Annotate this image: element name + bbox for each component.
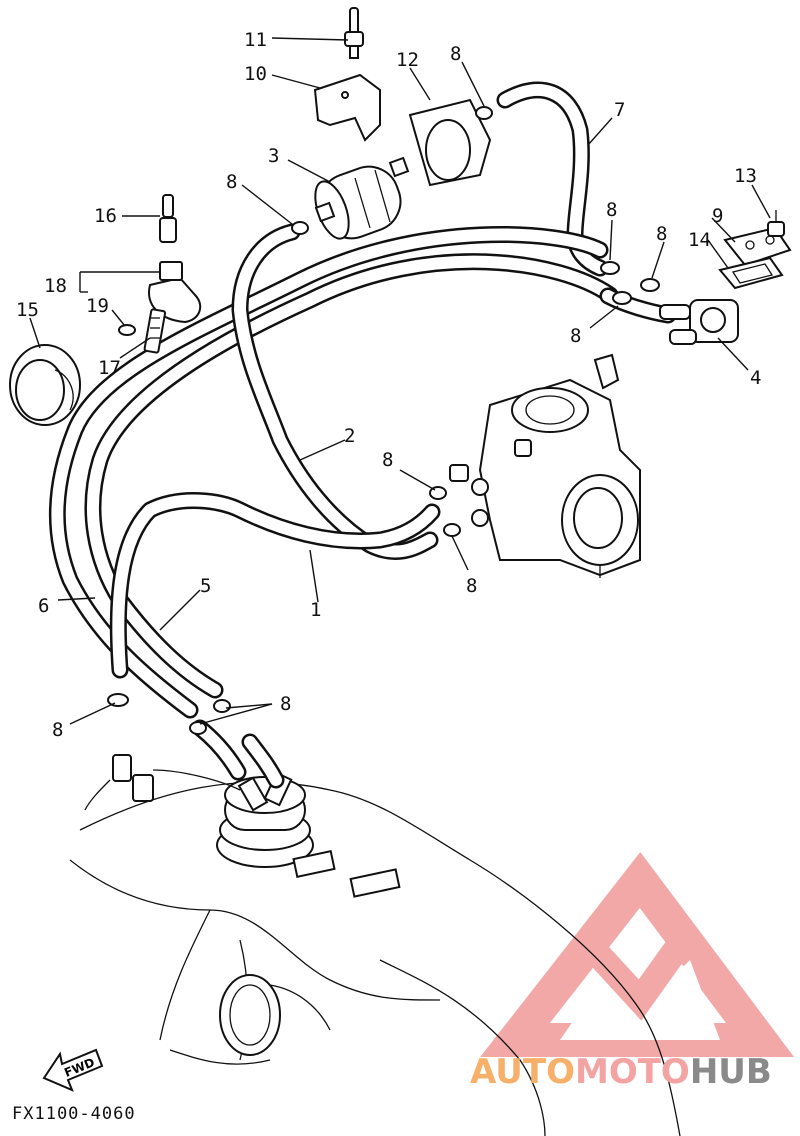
watermark-logo <box>480 852 794 1057</box>
callout-4: 4 <box>750 367 761 389</box>
stay-bracket <box>313 73 381 142</box>
bolt-13 <box>767 210 785 237</box>
fuel-sender-unit <box>216 771 401 898</box>
throttle-body <box>449 353 641 578</box>
cover-plate <box>723 226 792 267</box>
callout-10: 10 <box>244 63 267 85</box>
callout-12: 12 <box>396 49 419 71</box>
fuel-tank <box>69 781 681 1136</box>
callout-5: 5 <box>200 575 211 597</box>
fuel-cock <box>659 299 739 345</box>
callout-15: 15 <box>16 299 39 321</box>
callout-8: 8 <box>570 325 581 347</box>
brand-part-hub: HUB <box>689 1052 772 1092</box>
callout-14: 14 <box>688 229 711 251</box>
clip-8-lower-b <box>213 699 231 713</box>
callout-8: 8 <box>280 693 291 715</box>
callout-11: 11 <box>244 29 267 51</box>
clip-8-carb-b <box>443 523 461 537</box>
watermark-brand: AUTOMOTOHUB <box>470 1052 772 1092</box>
brand-part-moto: MOTO <box>574 1052 690 1092</box>
clip-8-cock-b <box>640 278 660 292</box>
rubber-cap <box>9 344 81 426</box>
callout-8: 8 <box>450 43 461 65</box>
callout-8: 8 <box>656 223 667 245</box>
fuel-filter <box>314 156 410 240</box>
band-17 <box>143 308 167 354</box>
callout-8: 8 <box>382 449 393 471</box>
stay-screw <box>344 7 364 59</box>
clip-8-cock-a <box>600 261 620 275</box>
callout-8: 8 <box>52 719 63 741</box>
callout-8: 8 <box>606 199 617 221</box>
callout-2: 2 <box>344 425 355 447</box>
washer-19 <box>118 324 136 336</box>
callout-17: 17 <box>98 357 121 379</box>
clip-8-top-right <box>475 106 493 120</box>
callout-19: 19 <box>86 295 109 317</box>
callout-13: 13 <box>734 165 757 187</box>
reference-code: FX1100-4060 <box>12 1104 136 1124</box>
brand-part-auto: AUTO <box>470 1052 575 1092</box>
callout-6: 6 <box>38 595 49 617</box>
callout-9: 9 <box>712 205 723 227</box>
callout-3: 3 <box>268 145 279 167</box>
clip-8-filter <box>291 221 309 235</box>
callout-16: 16 <box>94 205 117 227</box>
tank-breather-nipple <box>84 754 241 811</box>
clip-8-lower-left <box>107 693 129 707</box>
gasket <box>718 256 784 290</box>
screw-16 <box>159 194 177 243</box>
filter-bracket <box>408 98 492 187</box>
hoses <box>48 81 677 789</box>
clip-8-lower-a <box>189 721 207 735</box>
callout-18: 18 <box>44 275 67 297</box>
leader-lines <box>29 37 771 725</box>
callout-7: 7 <box>614 99 625 121</box>
callout-8: 8 <box>466 575 477 597</box>
callout-8: 8 <box>226 171 237 193</box>
callout-1: 1 <box>310 599 321 621</box>
forward-arrow-icon: FWD <box>42 1048 104 1092</box>
clip-8-cock-c <box>612 291 632 305</box>
callouts: 11 10 12 8 7 3 8 16 18 19 15 17 13 8 9 8… <box>16 29 761 741</box>
